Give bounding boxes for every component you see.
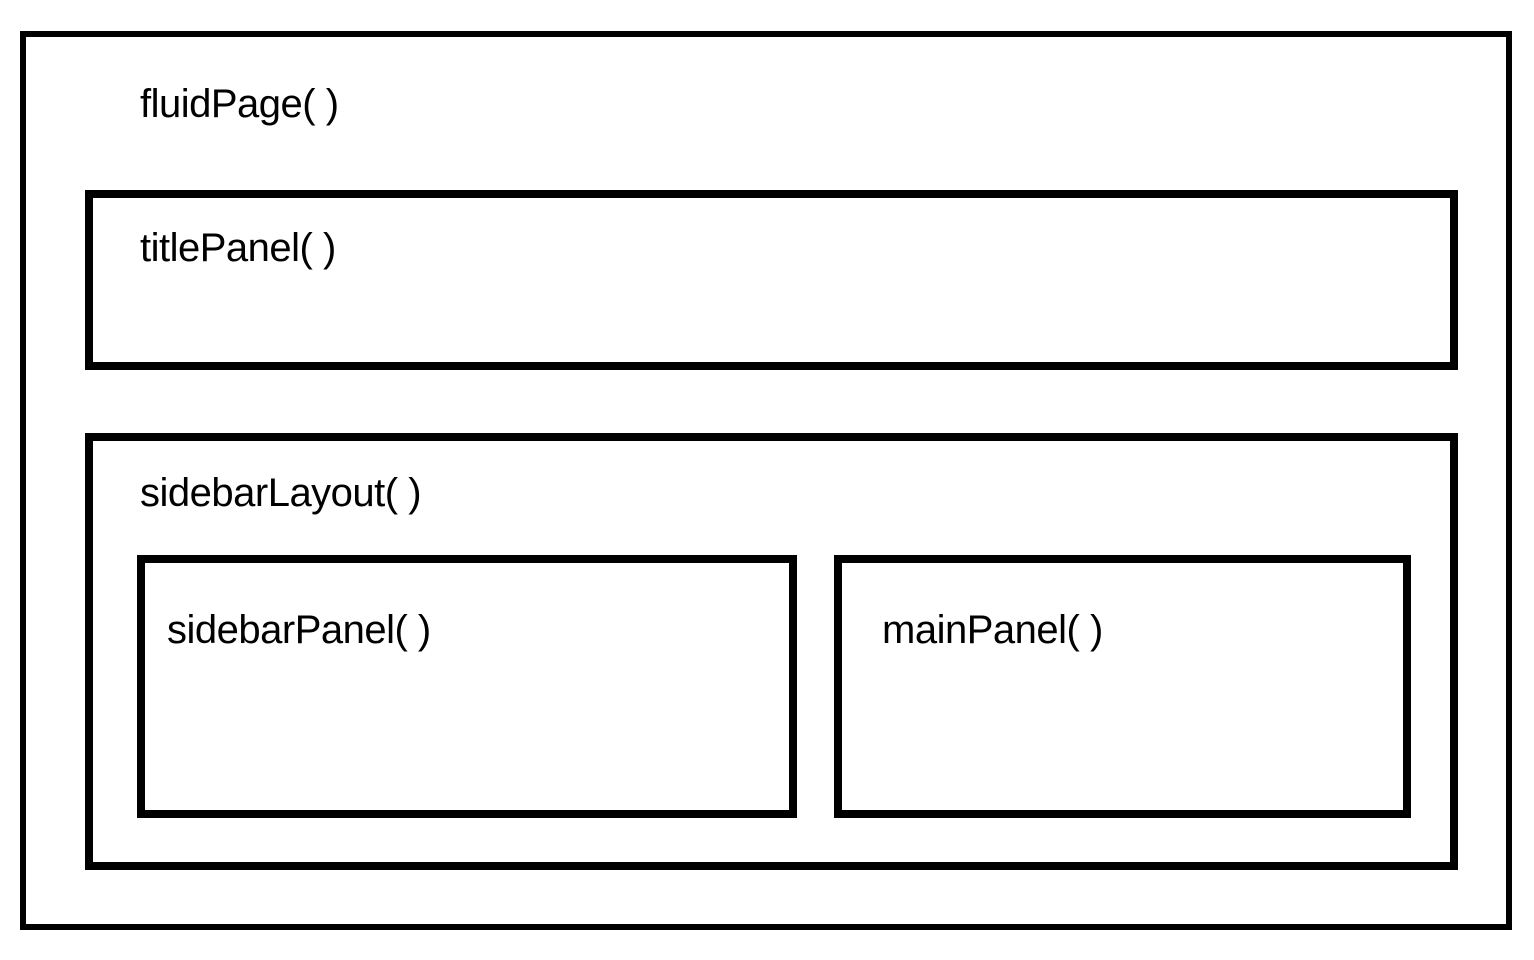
sidebar-layout-box: sidebarLayout( ) sidebarPanel( ) mainPan… [85,433,1458,870]
title-panel-label: titlePanel( ) [140,226,336,270]
title-panel-box: titlePanel( ) [85,190,1458,370]
sidebar-layout-label: sidebarLayout( ) [140,471,422,515]
fluid-page-box: fluidPage( ) titlePanel( ) sidebarLayout… [20,31,1512,930]
main-panel-label: mainPanel( ) [882,608,1103,652]
fluid-page-label: fluidPage( ) [140,82,339,126]
sidebar-panel-label: sidebarPanel( ) [167,608,431,652]
main-panel-box: mainPanel( ) [834,555,1411,818]
sidebar-panel-box: sidebarPanel( ) [137,555,797,818]
